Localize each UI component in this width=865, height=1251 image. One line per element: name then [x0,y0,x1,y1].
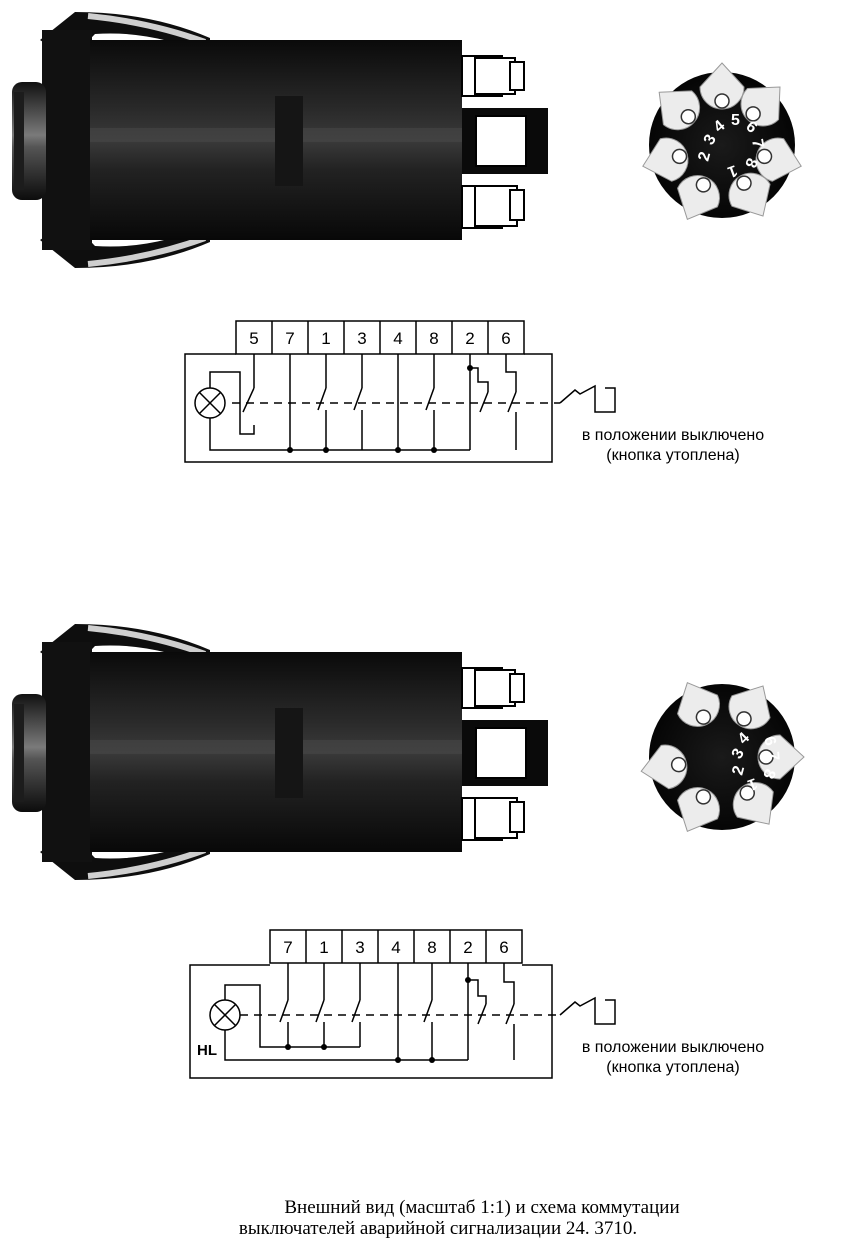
figure-caption-line1: Внешний вид (масштаб 1:1) и схема коммут… [284,1197,679,1218]
position-note-line1: в положении выключено [582,1039,764,1056]
switch-side-view-2 [12,624,548,880]
terminal-label: 8 [427,938,436,957]
terminal-label: 5 [249,329,258,348]
position-note-line2: (кнопка утоплена) [606,447,739,464]
connector-pin-label: 2 [695,150,714,163]
connector-end-view-2: 2 3 4 6 7 8 1 [636,672,805,842]
terminal-label: 4 [391,938,400,957]
connector-end-view-1: 2 3 4 5 6 7 8 1 [636,62,808,230]
terminal-label: 7 [285,329,294,348]
connector-pin-label: 2 [729,764,748,777]
connector-pin-label: 7 [764,751,782,761]
terminal-label: 2 [465,329,474,348]
position-note-line2: (кнопка утоплена) [606,1059,739,1076]
position-note-line1: в положении выключено [582,427,764,444]
connector-pin-label: 6 [760,735,779,748]
lamp-label: HL [197,1042,217,1059]
junction-dots-2 [285,977,471,1063]
terminal-label: 2 [463,938,472,957]
terminal-label: 3 [357,329,366,348]
wiring-schematic-2 [189,929,616,1079]
terminal-label: 1 [321,329,330,348]
terminal-label: 8 [429,329,438,348]
terminal-label: 6 [501,329,510,348]
terminal-label: 6 [499,938,508,957]
switch-side-view-1 [12,12,548,268]
wiring-schematic-1 [184,320,616,463]
terminal-label: 7 [283,938,292,957]
connector-pin-label: 7 [748,138,766,150]
junction-dots-1 [287,365,473,453]
figure-caption-line2: выключателей аварийной сигнализации 24. … [239,1218,637,1239]
terminal-label: 1 [319,938,328,957]
terminal-label: 4 [393,329,402,348]
connector-pin-label: 5 [731,112,740,129]
terminal-label: 3 [355,938,364,957]
